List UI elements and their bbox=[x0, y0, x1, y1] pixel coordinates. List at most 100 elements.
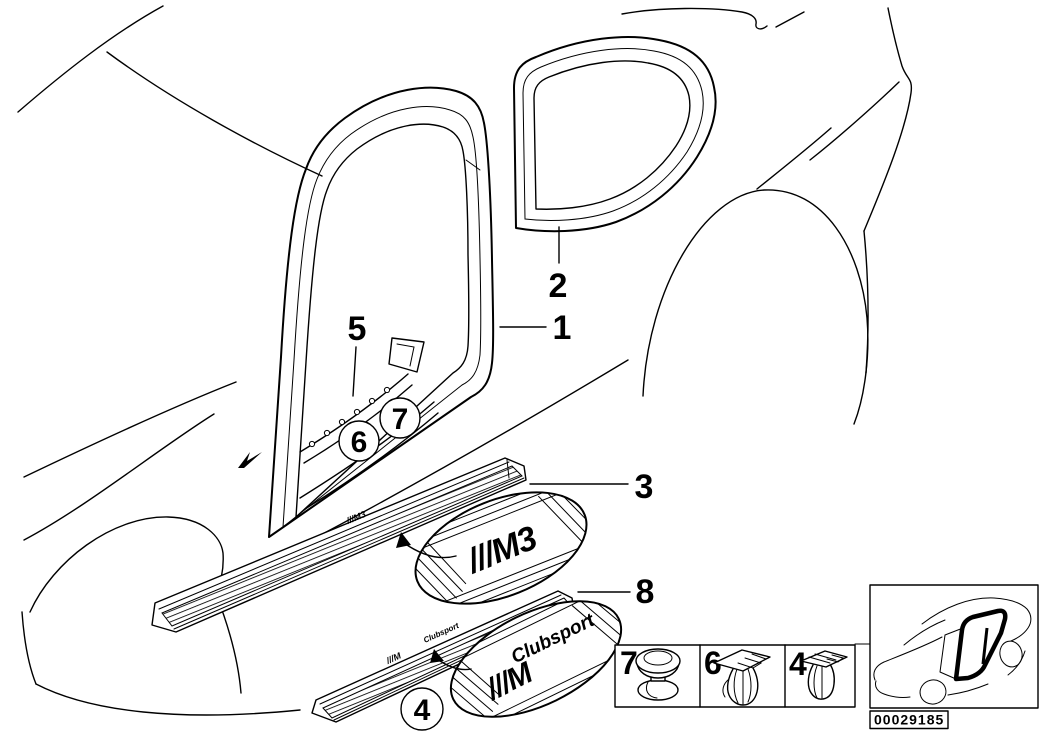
clip-plate-slot bbox=[737, 653, 767, 669]
expanding-clip-icon bbox=[713, 649, 771, 706]
stripe bbox=[400, 474, 602, 622]
roof-edge-line bbox=[621, 7, 768, 30]
callout-label-4[interactable]: 4 bbox=[414, 694, 431, 727]
body-line bbox=[23, 413, 215, 541]
front-wheel-arch bbox=[29, 516, 224, 613]
clip-bump bbox=[368, 397, 376, 405]
badge-callout-clubsport[interactable]: ///M Clubsport bbox=[430, 572, 650, 740]
strip-endcap-line bbox=[506, 459, 510, 479]
tip-hatch bbox=[402, 477, 602, 606]
callout-8[interactable]: 8 bbox=[577, 573, 655, 611]
callout-2[interactable]: 2 bbox=[549, 226, 568, 305]
hinge-mark bbox=[238, 452, 262, 468]
magnify-arrow-m3 bbox=[403, 542, 457, 559]
legend-number-7: 7 bbox=[620, 645, 638, 681]
seal-joint-mark bbox=[465, 159, 481, 171]
strip-end-flag bbox=[388, 337, 425, 373]
badge-oval-stripes bbox=[400, 474, 602, 622]
callout-label-1[interactable]: 1 bbox=[553, 309, 572, 347]
callout-circle bbox=[400, 687, 444, 731]
badge-callout-m3[interactable]: ///M3 bbox=[396, 466, 614, 628]
image-code-text: 00029185 bbox=[874, 712, 944, 728]
badge-oval-stripes bbox=[435, 582, 637, 736]
seal-outer-contour bbox=[513, 36, 717, 233]
thumbnail-box bbox=[869, 584, 1039, 709]
body-line bbox=[17, 5, 164, 113]
clip-body-seam bbox=[813, 665, 823, 700]
callout-label-8[interactable]: 8 bbox=[636, 573, 655, 611]
sill-strip-m3[interactable]: ///M3 bbox=[151, 457, 527, 633]
callout-5[interactable]: 5 bbox=[348, 310, 367, 397]
car-bottom bbox=[947, 683, 989, 696]
seal-inner-contour bbox=[295, 123, 470, 518]
legend-cell-6[interactable]: 6 bbox=[704, 645, 771, 706]
legend-cell-4[interactable]: 4 bbox=[789, 646, 848, 700]
strip-rubber-insert bbox=[161, 465, 523, 627]
body-line bbox=[809, 81, 900, 161]
push-grommet-icon bbox=[635, 648, 681, 701]
callout-label-3[interactable]: 3 bbox=[635, 468, 654, 506]
tip-hatch bbox=[436, 585, 636, 719]
image-code: 00029185 bbox=[869, 710, 949, 730]
grommet-dome-top bbox=[643, 650, 673, 666]
callout-3[interactable]: 3 bbox=[529, 468, 654, 506]
legend-number-4: 4 bbox=[789, 646, 807, 682]
callout-1[interactable]: 1 bbox=[499, 309, 572, 347]
clip-bump bbox=[338, 418, 346, 426]
callout-label-7[interactable]: 7 bbox=[392, 403, 409, 436]
door-seal-highlight bbox=[953, 608, 1008, 682]
callout-4-circled[interactable]: 4 bbox=[400, 687, 444, 731]
car-windshield bbox=[903, 619, 946, 646]
c-pillar-line bbox=[863, 7, 913, 232]
seal-outer-contour bbox=[268, 86, 495, 538]
seal-mid-contour bbox=[282, 106, 482, 529]
clip-fin bbox=[722, 678, 730, 698]
strip-end-flag-fold bbox=[396, 343, 415, 367]
rear-wheel-arch bbox=[642, 189, 869, 425]
body-line bbox=[35, 683, 301, 716]
legend-number-6: 6 bbox=[704, 645, 722, 681]
clip-bump bbox=[383, 386, 391, 394]
car-front bbox=[875, 680, 911, 698]
location-thumbnail[interactable] bbox=[869, 584, 1039, 709]
legend-divider bbox=[699, 644, 786, 708]
strip-line bbox=[158, 461, 510, 610]
rear-wheel bbox=[999, 640, 1023, 668]
body-line bbox=[106, 51, 323, 177]
entrance-cover-strip[interactable] bbox=[299, 337, 439, 510]
callout-label-5[interactable]: 5 bbox=[348, 310, 367, 348]
strip-clip-bumps bbox=[308, 386, 391, 448]
magnify-arrowhead bbox=[430, 649, 444, 663]
door-seal-highlight-pillar bbox=[981, 627, 989, 665]
callout-circle bbox=[379, 397, 421, 439]
grommet-flange bbox=[637, 679, 679, 701]
trim-clip-icon bbox=[800, 650, 848, 700]
front-wheel bbox=[919, 679, 947, 705]
callout-label-6[interactable]: 6 bbox=[351, 426, 368, 459]
clip-plate-ribs bbox=[808, 653, 845, 664]
roof-edge-line bbox=[775, 11, 805, 28]
door-aperture-seal[interactable] bbox=[268, 86, 495, 538]
leader-line bbox=[352, 346, 357, 397]
clip-bump bbox=[308, 440, 316, 448]
clip-bump bbox=[323, 429, 331, 437]
strip-line bbox=[173, 477, 525, 630]
thumbnail-car-art bbox=[873, 597, 1032, 705]
strip-line bbox=[319, 594, 562, 705]
car-outline bbox=[873, 636, 943, 681]
callout-6-circled[interactable]: 6 bbox=[338, 420, 380, 462]
seal-mid-contour bbox=[522, 48, 704, 221]
quarter-window-seal[interactable] bbox=[513, 36, 717, 233]
image-code-box bbox=[869, 710, 949, 730]
fastener-legend: 7 6 4 bbox=[614, 643, 871, 708]
callout-label-2[interactable]: 2 bbox=[549, 267, 568, 305]
seal-inner-contour bbox=[533, 60, 691, 210]
callout-circle bbox=[338, 420, 380, 462]
clip-body-seam bbox=[733, 668, 752, 705]
legend-cell-7[interactable]: 7 bbox=[620, 645, 681, 701]
stripe bbox=[435, 582, 637, 736]
callout-7-circled[interactable]: 7 bbox=[379, 397, 421, 439]
body-line bbox=[21, 611, 37, 685]
magnify-arrowhead bbox=[396, 532, 411, 548]
